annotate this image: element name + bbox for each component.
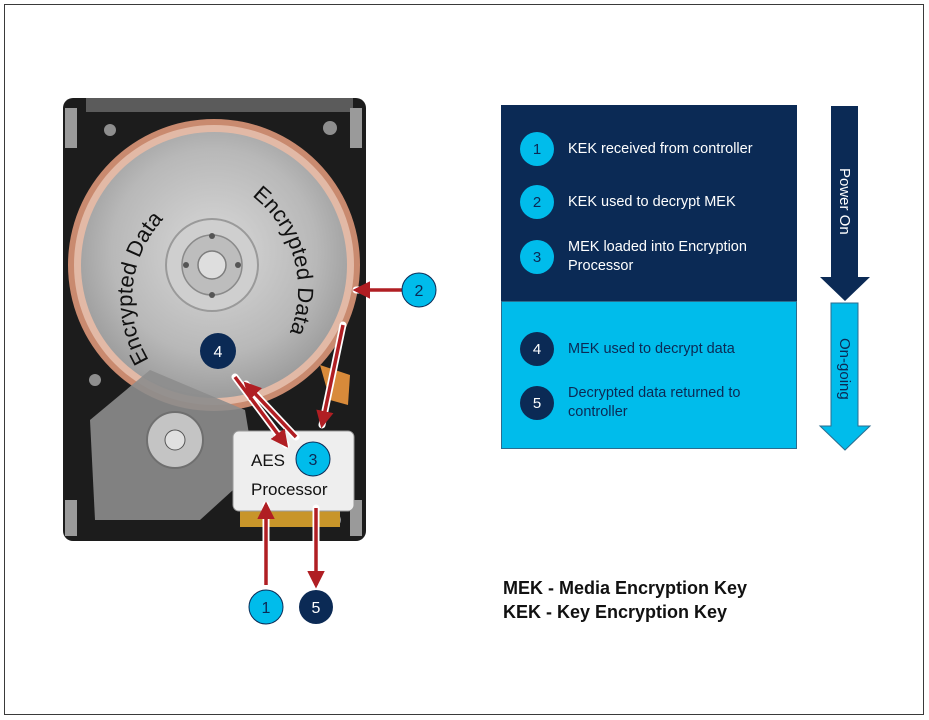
- diagram-frame: [4, 4, 924, 715]
- marker-1: 1: [248, 589, 284, 625]
- power-on-arrow: Power On: [820, 106, 870, 301]
- step-text: KEK used to decrypt MEK: [568, 193, 736, 210]
- marker-4: 4: [200, 333, 236, 369]
- svg-text:1: 1: [262, 600, 271, 617]
- aes-processor-box: [232, 430, 355, 512]
- marker-2: 2: [401, 272, 437, 308]
- marker-3: 3: [295, 441, 331, 477]
- arrow-mek-to-processor: [316, 324, 345, 429]
- step-number: 5: [520, 386, 554, 420]
- svg-text:2: 2: [415, 283, 424, 300]
- power-on-steps-panel: 1 KEK received from controller 2 KEK use…: [501, 105, 797, 301]
- step-text: Decrypted data returned to controller: [568, 385, 741, 420]
- legend-kek: KEK - Key Encryption Key: [503, 602, 728, 622]
- svg-text:4: 4: [214, 344, 223, 361]
- arrow-data-to-processor: [233, 375, 289, 448]
- step-4: 4 MEK used to decrypt data: [520, 332, 793, 366]
- step-2: 2 KEK used to decrypt MEK: [520, 185, 793, 219]
- step-number: 3: [520, 240, 554, 274]
- ongoing-arrow: On-going: [818, 302, 872, 451]
- ongoing-steps-panel: 4 MEK used to decrypt data 5 Decrypted d…: [501, 301, 797, 449]
- svg-text:5: 5: [312, 600, 321, 617]
- marker-5: 5: [299, 590, 333, 624]
- step-1: 1 KEK received from controller: [520, 132, 793, 166]
- step-number: 4: [520, 332, 554, 366]
- svg-text:3: 3: [309, 452, 318, 469]
- step-3: 3 MEK loaded into Encryption Processor: [520, 238, 793, 276]
- processor-line2: Processor: [251, 480, 328, 499]
- arrow-processor-to-data: [243, 381, 298, 439]
- drive-top-rail: [86, 98, 353, 112]
- step-text: KEK received from controller: [568, 140, 753, 157]
- step-5: 5 Decrypted data returned to controller: [520, 384, 793, 422]
- svg-text:On-going: On-going: [836, 338, 853, 400]
- step-text: MEK loaded into Encryption Processor: [568, 239, 747, 274]
- processor-line1: AES: [251, 451, 285, 470]
- step-text: MEK used to decrypt data: [568, 340, 735, 357]
- legend-mek: MEK - Media Encryption Key: [503, 578, 748, 598]
- step-number: 1: [520, 132, 554, 166]
- step-number: 2: [520, 185, 554, 219]
- svg-text:Power On: Power On: [836, 168, 853, 235]
